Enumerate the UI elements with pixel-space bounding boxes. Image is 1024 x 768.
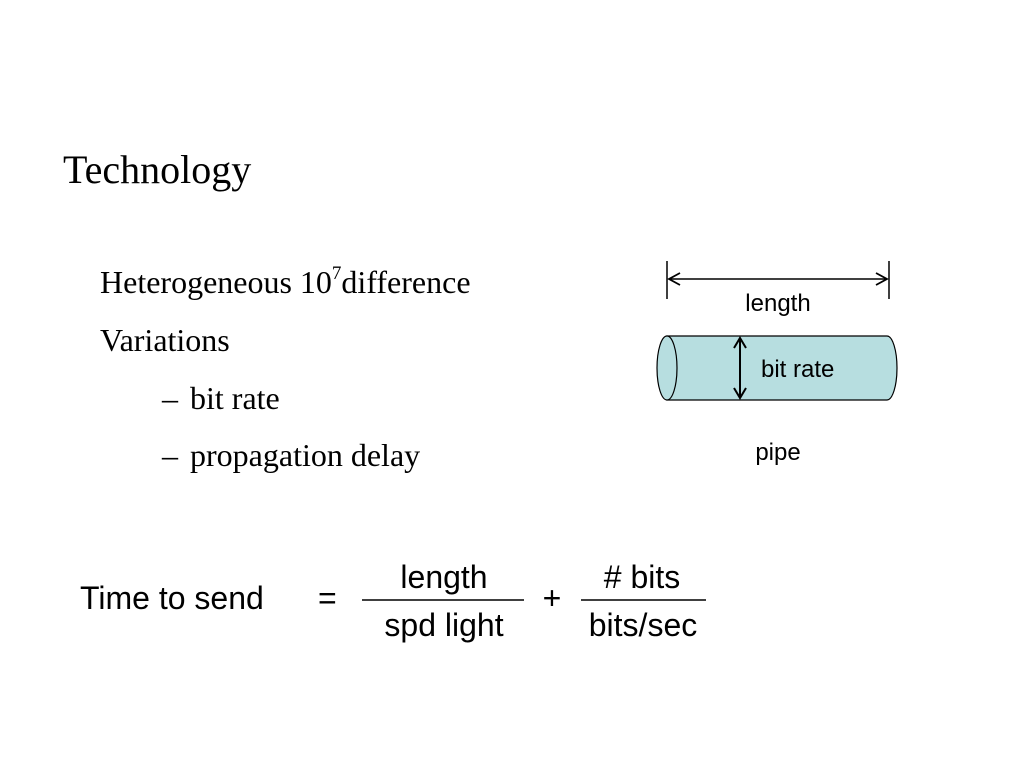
pipe-end [656, 335, 678, 401]
pipe-body [666, 335, 898, 401]
formula-equals: = [318, 580, 337, 616]
length-arrow-right-head [875, 272, 889, 286]
bullet-heterogeneous-prefix: Heterogeneous 10 [100, 264, 332, 300]
bit-rate-label: bit rate [761, 356, 834, 383]
formula-lhs: Time to send [80, 580, 264, 616]
bullet-heterogeneous-superscript: 7 [331, 263, 342, 284]
sub-bullet-bit-rate: –bit rate [162, 379, 280, 417]
bullet-variations: Variations [100, 322, 230, 358]
bit-rate-arrow-bottom-head [733, 387, 747, 400]
formula-term1-numerator: length [400, 559, 487, 595]
sub-bullet-label: propagation delay [190, 437, 421, 473]
pipe-label: pipe [755, 439, 800, 466]
formula-term2-numerator: # bits [604, 559, 680, 595]
sub-bullet-label: bit rate [190, 380, 280, 416]
slide-title: Technology [63, 147, 252, 192]
pipe-diagram: length bit rate pipe [656, 261, 898, 466]
length-label: length [745, 290, 810, 317]
time-to-send-formula: Time to send = length spd light + # bits… [80, 559, 706, 643]
formula-term2-denominator: bits/sec [589, 607, 697, 643]
bit-rate-arrow-top-head [733, 336, 747, 349]
sub-bullet-dash: – [162, 437, 178, 473]
sub-bullet-dash: – [162, 380, 178, 416]
formula-plus: + [543, 580, 562, 616]
formula-term1-denominator: spd light [384, 607, 503, 643]
bullet-heterogeneous: Heterogeneous 107difference [100, 263, 471, 307]
length-arrow-left-head [667, 272, 681, 286]
bullet-heterogeneous-suffix: difference [341, 264, 471, 300]
sub-bullet-propagation-delay: –propagation delay [162, 436, 420, 474]
